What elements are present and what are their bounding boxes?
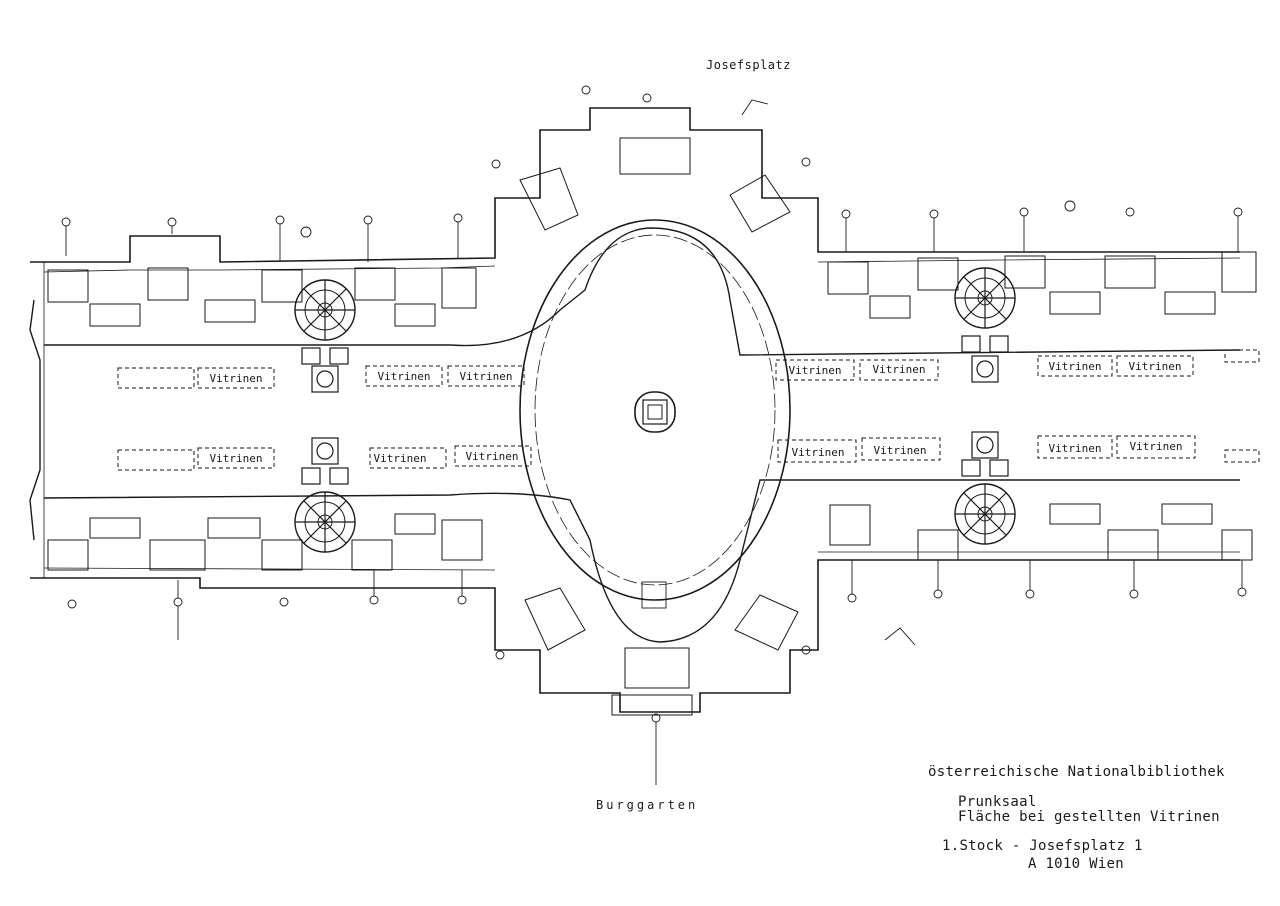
vitrine-label: Vitrinen [378,370,431,383]
west-end-wall [29,262,45,578]
column-bays-bottom [47,503,1253,571]
column-bays-top [47,251,1257,327]
vitrine-label: Vitrinen [1049,442,1102,455]
vitrine-label: Vitrinen [210,372,263,385]
axis-markers-top [61,85,1243,262]
street-label-josefsplatz: Josefsplatz [706,58,791,72]
spiral-staircase-southeast [954,431,1016,545]
vitrine-label: Vitrinen [1129,360,1182,373]
vitrine-label: Vitrinen [789,364,842,377]
spiral-staircase-southwest [294,437,356,553]
vitrine-label: Vitrinen [874,444,927,457]
outer-wall-top [30,107,1241,273]
address-line-2: A 1010 Wien [1028,856,1125,872]
vitrines-east-south: Vitrinen Vitrinen Vitrinen Vitrinen [777,435,1260,463]
institution-name: österreichische Nationalbibliothek [928,764,1225,780]
vitrine-label: Vitrinen [210,452,263,465]
vitrine-label: Vitrinen [460,370,513,383]
address-line-1: 1.Stock - Josefsplatz 1 [942,838,1143,854]
vitrine-label: Vitrinen [792,446,845,459]
vitrine-label: Vitrinen [1049,360,1102,373]
vitrine-label: Vitrinen [1130,440,1183,453]
street-label-burggarten: Burggarten [596,798,699,812]
plan-subtitle: Fläche bei gestellten Vitrinen [958,809,1220,825]
vitrine-label: Vitrinen [374,452,427,465]
hall-inner-walls [43,227,1241,643]
vitrine-label: Vitrinen [873,363,926,376]
spiral-staircase-northeast [954,267,1016,383]
central-oval-dome [519,219,791,601]
outer-wall-bottom [30,551,1240,713]
hall-name: Prunksaal [958,794,1037,810]
vitrines-west-south: Vitrinen Vitrinen Vitrinen [117,445,532,471]
axis-markers-bottom [67,560,1247,785]
vitrines-west-north: Vitrinen Vitrinen Vitrinen [117,365,525,389]
vitrine-label: Vitrinen [466,450,519,463]
oval-flank-bays [519,137,799,716]
spiral-staircase-northwest [294,279,356,393]
vitrines-east-north: Vitrinen Vitrinen Vitrinen Vitrinen [775,349,1260,381]
